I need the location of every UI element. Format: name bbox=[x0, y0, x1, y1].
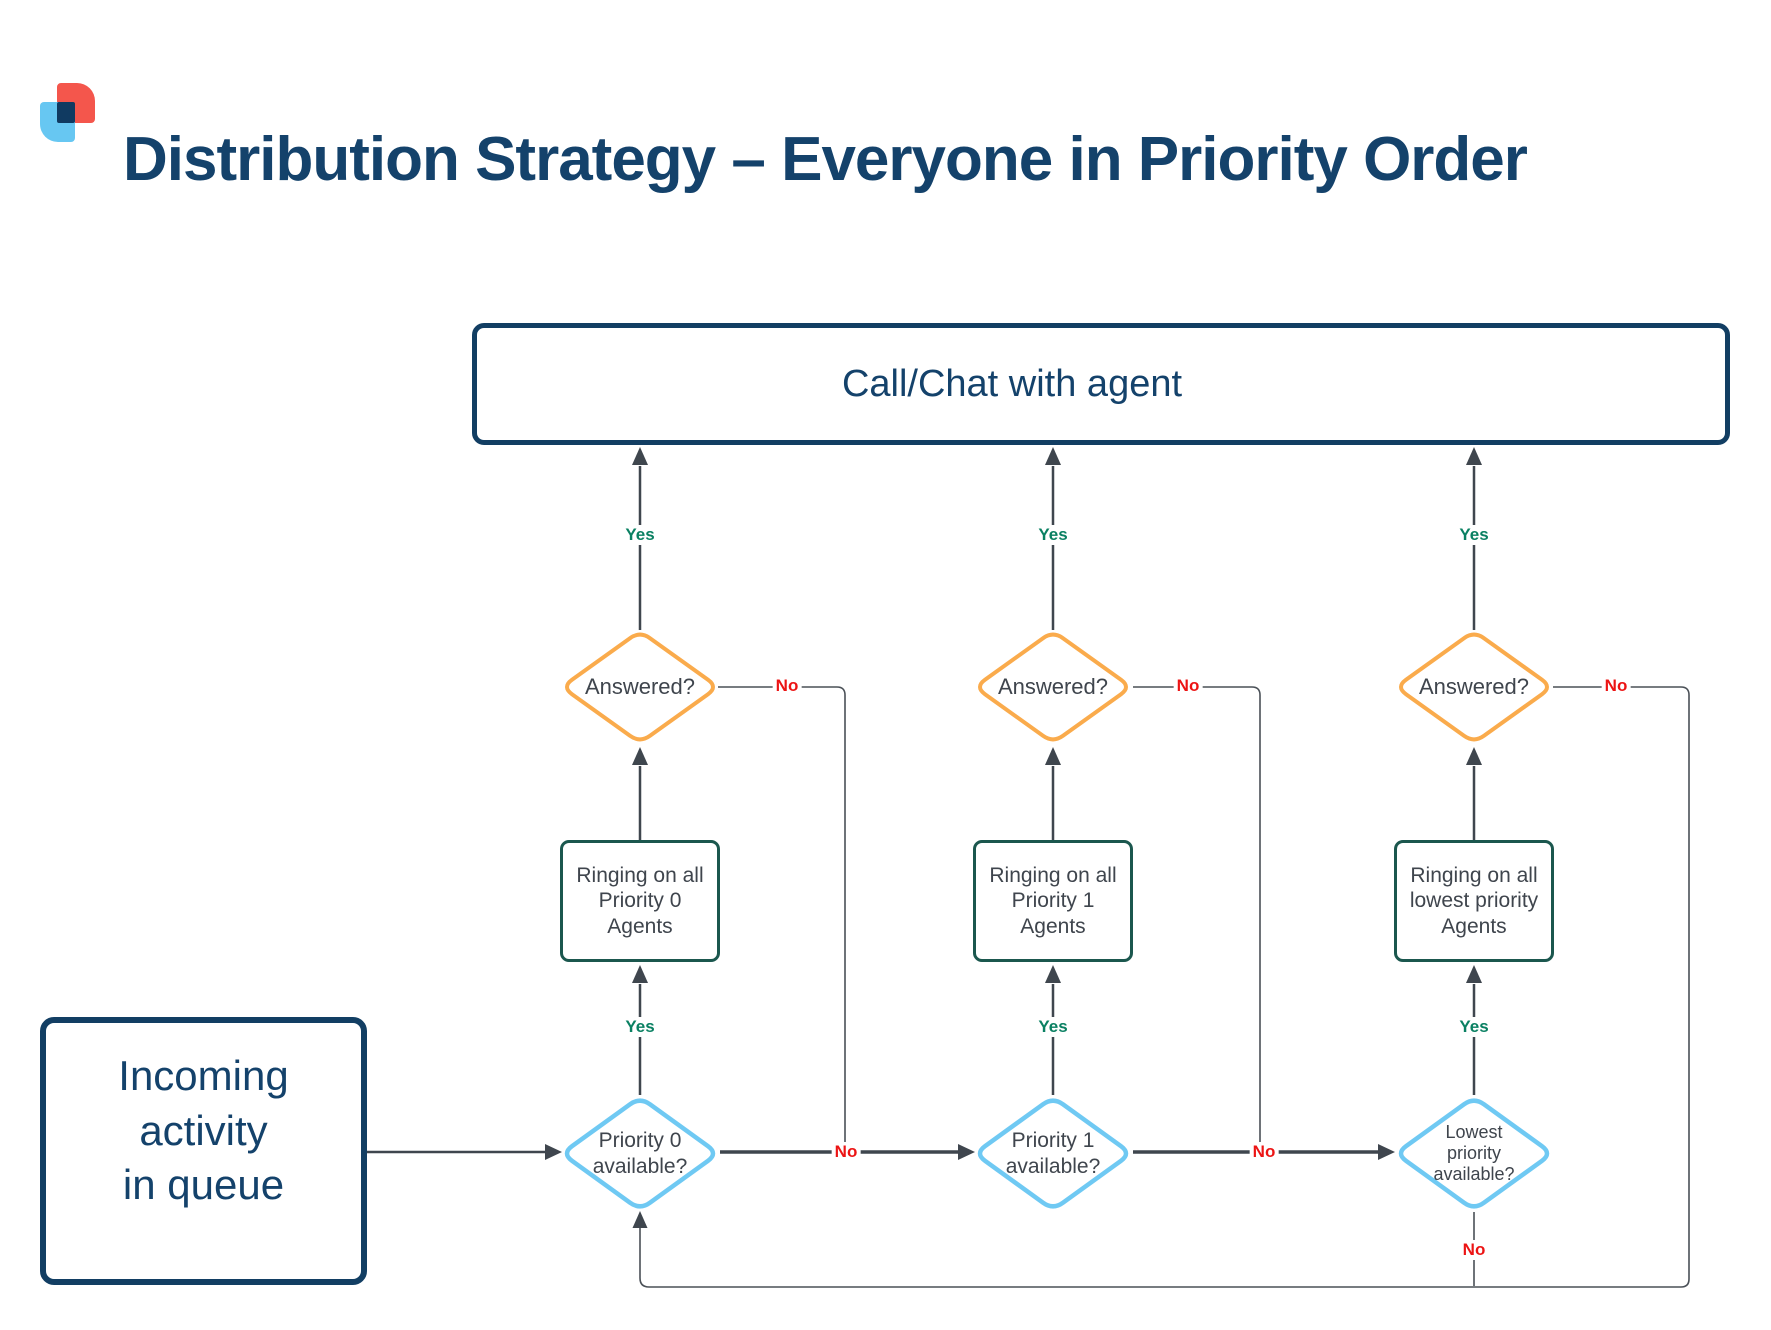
label-no-available-1: No bbox=[831, 1142, 861, 1162]
label-no-answered-1: No bbox=[772, 676, 802, 696]
label-yes-answered-3: Yes bbox=[1456, 525, 1492, 545]
label-yes-available-1: Yes bbox=[622, 1017, 658, 1037]
node-ringing-priority-0: Ringing on all Priority 0 Agents bbox=[560, 840, 720, 962]
label-yes-available-3: Yes bbox=[1456, 1017, 1492, 1037]
node-call-chat-label: Call/Chat with agent bbox=[841, 362, 1183, 405]
label-no-available-2: No bbox=[1249, 1142, 1279, 1162]
label-no-answered-3: No bbox=[1601, 676, 1631, 696]
label-yes-available-2: Yes bbox=[1035, 1017, 1071, 1037]
decision-answered-1-label: Answered? bbox=[584, 674, 696, 699]
decision-answered-1: Answered? bbox=[560, 629, 720, 745]
label-no-answered-2: No bbox=[1173, 676, 1203, 696]
logo-overlap-square-icon bbox=[57, 102, 75, 123]
decision-priority-1-label: Priority 1 available? bbox=[1005, 1129, 1101, 1178]
node-call-chat-with-agent bbox=[472, 323, 1730, 445]
decision-lowest-priority-label: Lowest priority available? bbox=[1433, 1121, 1515, 1185]
decision-answered-3-label: Answered? bbox=[1418, 674, 1530, 699]
node-ringing-lowest-priority: Ringing on all lowest priority Agents bbox=[1394, 840, 1554, 962]
decision-answered-3: Answered? bbox=[1394, 629, 1554, 745]
decision-answered-2: Answered? bbox=[973, 629, 1133, 745]
yes-arrows bbox=[367, 466, 1476, 1154]
arrowheads bbox=[545, 447, 1482, 1228]
decision-priority-1-available: Priority 1 available? bbox=[973, 1095, 1133, 1212]
label-yes-answered-1: Yes bbox=[622, 525, 658, 545]
page-title: Distribution Strategy – Everyone in Prio… bbox=[123, 125, 1528, 194]
node-ringing-priority-1: Ringing on all Priority 1 Agents bbox=[973, 840, 1133, 962]
label-yes-answered-2: Yes bbox=[1035, 525, 1071, 545]
label-no-available-3: No bbox=[1459, 1240, 1489, 1260]
node-incoming-activity: Incoming activity in queue bbox=[40, 1017, 367, 1285]
decision-priority-0-label: Priority 0 available? bbox=[592, 1129, 688, 1178]
decision-priority-0-available: Priority 0 available? bbox=[560, 1095, 720, 1212]
decision-answered-2-label: Answered? bbox=[997, 674, 1109, 699]
decision-lowest-priority-available: Lowest priority available? bbox=[1394, 1095, 1554, 1212]
